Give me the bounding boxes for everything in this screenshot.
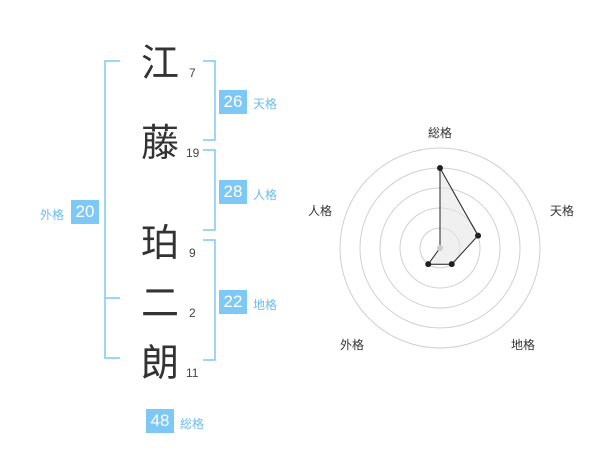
- radar-center-dot: [437, 245, 443, 251]
- stroke-count-5: 11: [186, 366, 199, 380]
- gaikaku-label: 外格: [40, 208, 65, 222]
- radar-point-2: [475, 232, 482, 239]
- radar-label-tenkaku: 天格: [550, 204, 575, 218]
- name-char-2: 藤: [140, 121, 179, 165]
- name-char-1: 江: [140, 41, 179, 85]
- stroke-count-4: 2: [189, 306, 196, 320]
- jinkaku-value: 28: [219, 180, 247, 204]
- gaikaku-value: 20: [71, 200, 99, 224]
- radar-point-3: [448, 261, 455, 268]
- stroke-count-3: 9: [189, 246, 196, 260]
- radar-point-1: [437, 165, 443, 171]
- radar-label-soukaku: 総格: [428, 126, 453, 140]
- radar-point-4: [425, 261, 432, 268]
- soukaku-label: 総格: [180, 417, 205, 431]
- soukaku-value: 48: [146, 409, 174, 433]
- gaikaku-bracket: [104, 60, 120, 359]
- radar-label-chikaku: 地格: [511, 338, 536, 352]
- chikaku-bracket: [203, 239, 216, 361]
- name-char-4: 二: [140, 281, 179, 325]
- name-char-3: 珀: [140, 221, 179, 265]
- jinkaku-bracket: [203, 149, 216, 231]
- radar-label-jinkaku: 人格: [308, 204, 333, 218]
- stroke-count-2: 19: [186, 146, 200, 160]
- stroke-count-1: 7: [189, 66, 196, 80]
- tenkaku-bracket: [203, 60, 216, 141]
- name-char-5: 朗: [140, 341, 179, 385]
- jinkaku-label: 人格: [253, 188, 278, 202]
- tenkaku-value: 26: [219, 90, 247, 114]
- radar-label-gaikaku: 外格: [340, 338, 365, 352]
- radar-shape: [427, 166, 479, 265]
- chikaku-label: 地格: [253, 298, 278, 312]
- radar-ring-5: [339, 147, 541, 349]
- tenkaku-label: 天格: [253, 97, 278, 111]
- radar-points: [425, 165, 482, 268]
- chikaku-value: 22: [219, 290, 247, 314]
